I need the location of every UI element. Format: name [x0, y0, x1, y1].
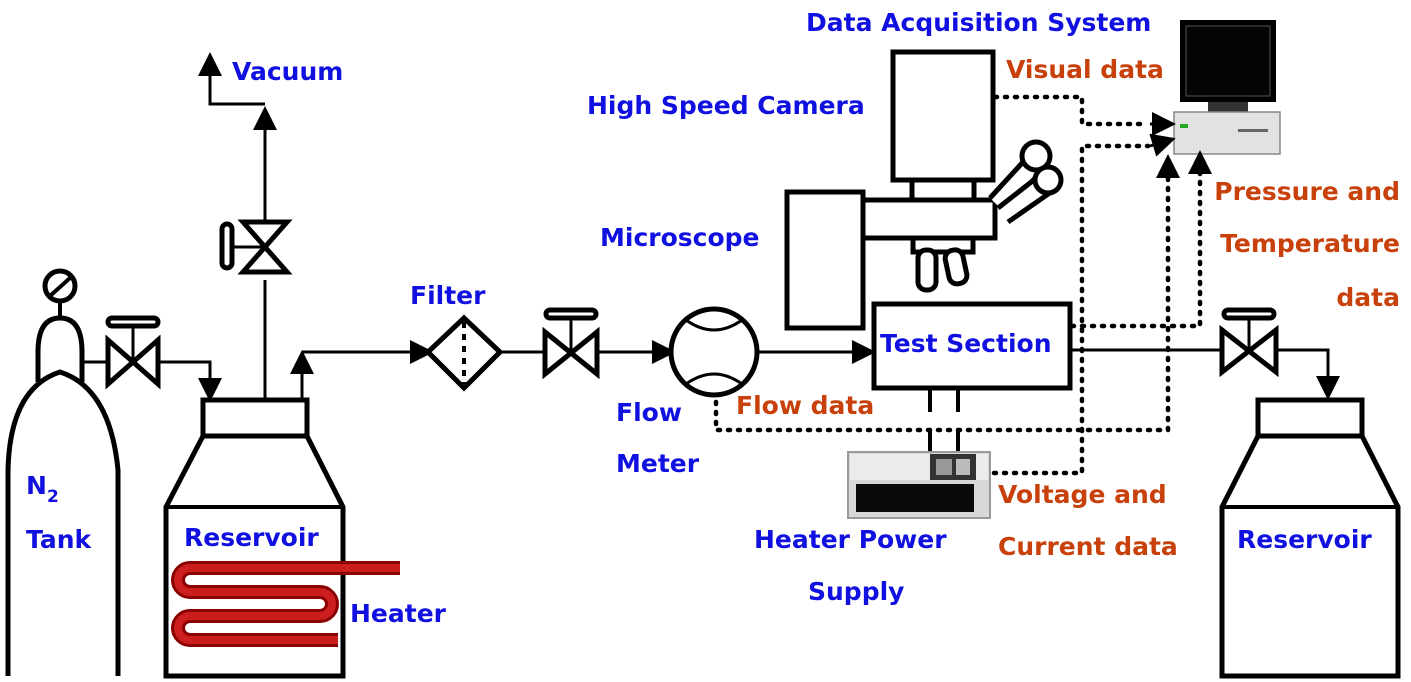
data-acquisition-system-label: Data Acquisition System [806, 8, 1151, 37]
flow-meter-icon [668, 306, 760, 398]
valve-inlet[interactable] [542, 307, 600, 380]
heater-label: Heater [350, 599, 447, 628]
high-speed-camera-label: High Speed Camera [587, 91, 865, 120]
reservoir-left-label: Reservoir [184, 523, 319, 552]
test-section-box [871, 301, 1073, 391]
heater-power-supply-label-1: Heater Power [754, 525, 947, 554]
n2-tank-label: N2 [26, 471, 59, 507]
computer-icon [1173, 20, 1281, 155]
vacuum-label: Vacuum [232, 57, 343, 86]
microscope-icon [784, 139, 1064, 331]
test-section-label: Test Section [880, 329, 1052, 358]
pressure-label-3: data [1336, 283, 1400, 312]
n2-tank [5, 268, 121, 676]
visual-data-label: Visual data [1006, 55, 1164, 84]
n2-tank-label-word: Tank [26, 525, 92, 554]
flow-meter-label-2: Meter [616, 449, 700, 478]
voltage-label-2: Current data [998, 532, 1178, 561]
valve-vacuum[interactable] [219, 219, 293, 275]
reservoir-right [1219, 397, 1401, 679]
heater-power-supply-icon [847, 451, 991, 519]
high-speed-camera-icon [890, 49, 996, 203]
heater-power-supply-label-2: Supply [808, 577, 904, 606]
pressure-label-1: Pressure and [1214, 177, 1400, 206]
pressure-label-2: Temperature [1220, 229, 1400, 258]
heater-coil [171, 561, 400, 647]
flow-data-label: Flow data [736, 391, 874, 420]
flow-meter-label-1: Flow [616, 398, 682, 427]
filter-icon [424, 314, 504, 392]
voltage-label-1: Voltage and [998, 480, 1167, 509]
valve-tank[interactable] [105, 315, 161, 390]
data-lines [713, 94, 1212, 476]
reservoir-right-label: Reservoir [1237, 525, 1372, 554]
microscope-label: Microscope [600, 223, 760, 252]
filter-label: Filter [410, 281, 486, 310]
valve-outlet[interactable] [1219, 307, 1279, 378]
